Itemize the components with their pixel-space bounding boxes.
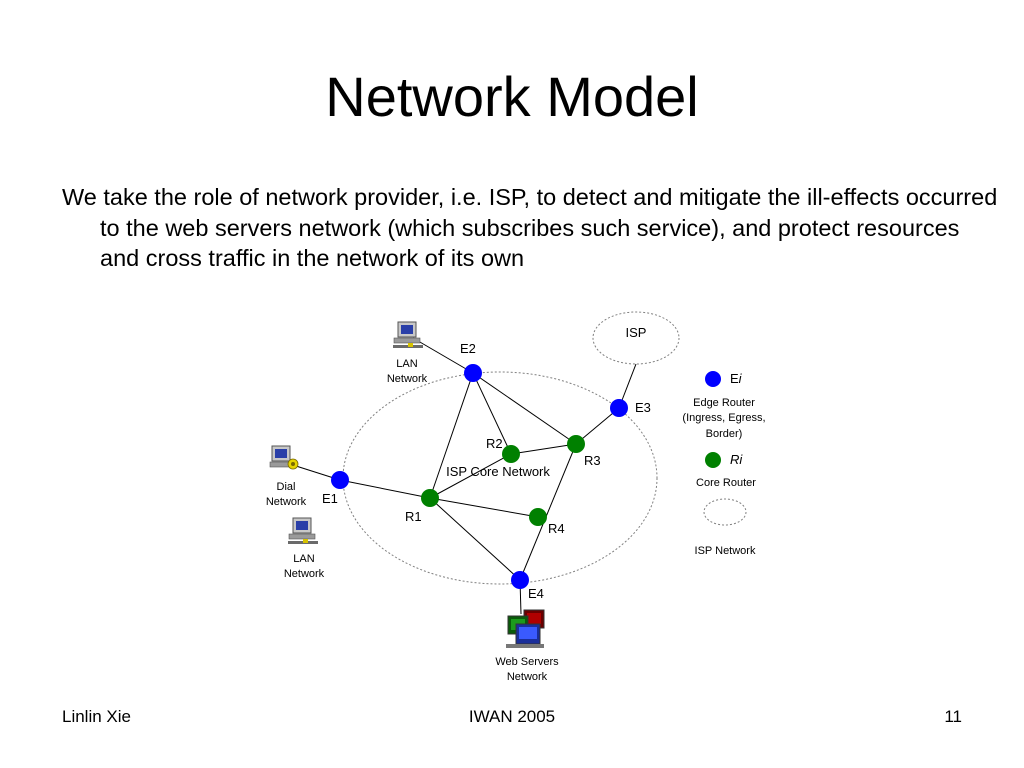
link-e2-r3: [472, 372, 577, 445]
legend-isp-desc: ISP Network: [695, 545, 756, 557]
edge-router-e1: [331, 471, 349, 489]
edge-router-e3: [610, 399, 628, 417]
legend-edge-desc-3: Border): [706, 428, 743, 440]
dial-computer-icon: [269, 445, 299, 470]
links: [295, 337, 637, 615]
legend-edge-desc-1: Edge Router: [693, 397, 755, 409]
link-e2-r1: [429, 372, 474, 499]
legend-edge-router-swatch: [705, 371, 721, 387]
legend-core-router-swatch: [705, 452, 721, 468]
core-network-label: ISP Core Network: [446, 464, 550, 479]
legend-isp-cloud-swatch: [703, 498, 747, 526]
legend-edge-desc-2: (Ingress, Egress,: [682, 412, 765, 424]
dial-label-2: Network: [266, 496, 307, 508]
lan-top-computer-icon: [393, 321, 423, 348]
lan-bottom-computer-icon: [288, 517, 318, 544]
link-r1-e4: [429, 497, 521, 581]
link-r2-r3: [510, 443, 577, 455]
link-r1-r2: [429, 453, 512, 499]
link-e2-r2: [472, 372, 512, 455]
isp-cloud-label: ISP: [626, 325, 647, 340]
legend-edge-symbol: Ei: [730, 371, 743, 386]
label-e3: E3: [635, 400, 651, 415]
core-router-r3: [567, 435, 585, 453]
web-servers-icon: [506, 609, 545, 648]
dial-label-1: Dial: [277, 481, 296, 493]
label-r2: R2: [486, 436, 503, 451]
label-e1: E1: [322, 491, 338, 506]
label-e2: E2: [460, 341, 476, 356]
isp-cloud: [592, 311, 680, 365]
slide-title: Network Model: [325, 65, 699, 128]
label-r4: R4: [548, 521, 565, 536]
edge-router-e4: [511, 571, 529, 589]
body-text: We take the role of network provider, i.…: [62, 184, 998, 271]
link-r3-e3: [575, 407, 620, 445]
link-r1-r4: [429, 497, 539, 518]
core-router-r1: [421, 489, 439, 507]
label-r3: R3: [584, 453, 601, 468]
link-lan-e2: [412, 337, 474, 374]
label-r1: R1: [405, 509, 422, 524]
web-servers-label-2: Network: [507, 671, 548, 683]
lan-bottom-label-1: LAN: [293, 553, 314, 565]
label-e4: E4: [528, 586, 544, 601]
core-router-r2: [502, 445, 520, 463]
legend: Ei Edge Router (Ingress, Egress, Border)…: [682, 371, 766, 557]
legend-core-desc: Core Router: [696, 477, 756, 489]
legend-core-symbol: Ri: [730, 452, 743, 467]
footer-page-number: 11: [944, 707, 962, 726]
edge-router-e2: [464, 364, 482, 382]
web-servers-label-1: Web Servers: [495, 656, 559, 668]
lan-top-label-1: LAN: [396, 358, 417, 370]
core-router-r4: [529, 508, 547, 526]
lan-bottom-label-2: Network: [284, 568, 325, 580]
link-r3-e4: [519, 443, 577, 581]
lan-top-label-2: Network: [387, 373, 428, 385]
footer-event: IWAN 2005: [468, 707, 556, 726]
footer-author: Linlin Xie: [62, 707, 131, 726]
link-e1-r1: [339, 479, 431, 499]
